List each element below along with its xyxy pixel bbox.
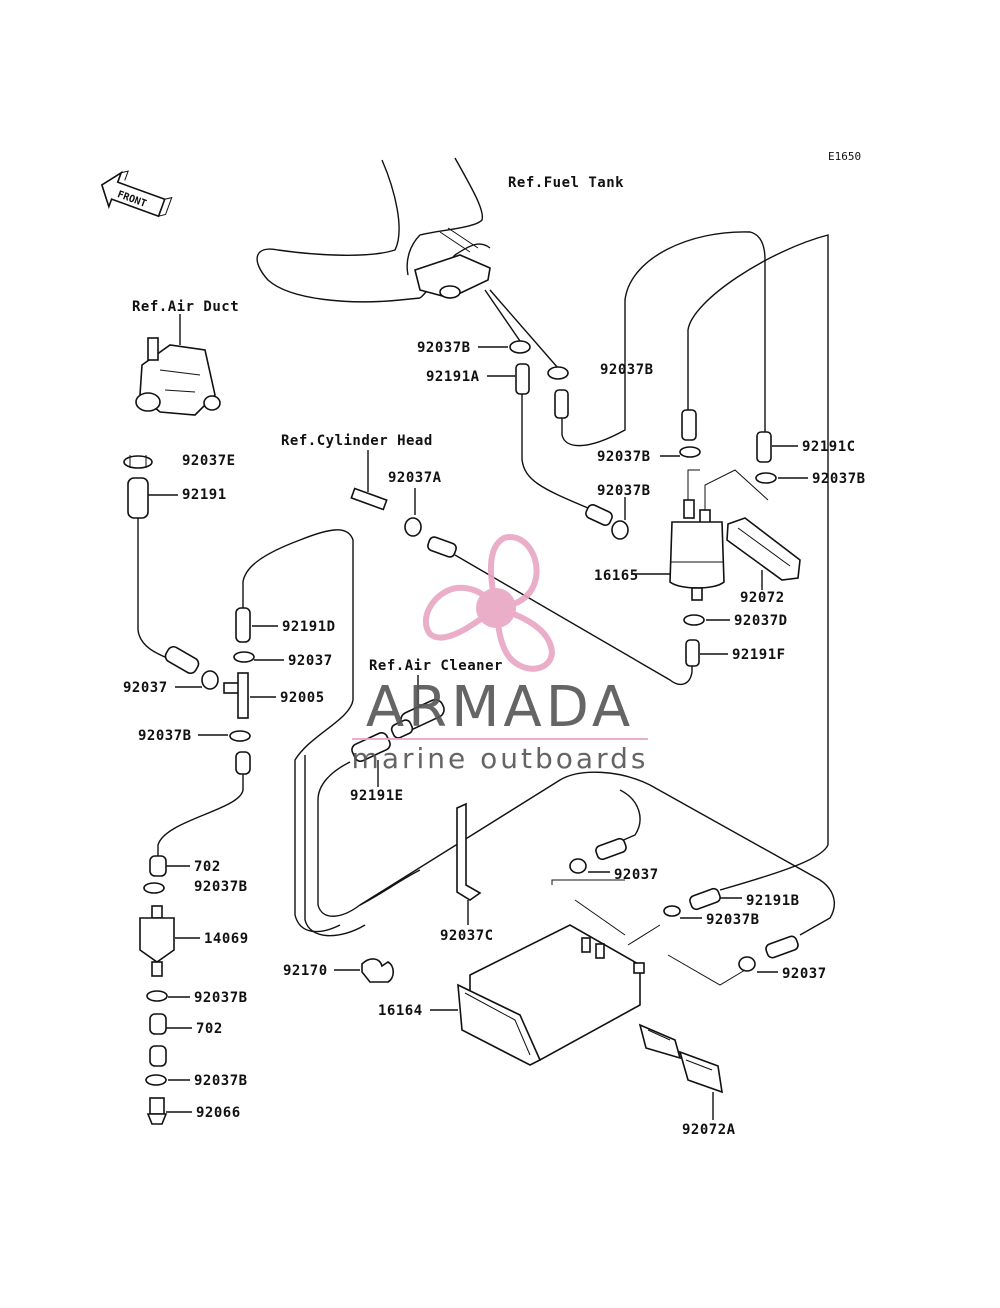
label-92191F: 92191F (732, 647, 786, 663)
hose-92191F (685, 639, 700, 667)
label-92037B-b: 92037B (600, 362, 654, 378)
label-92005: 92005 (280, 690, 325, 706)
label-92072A: 92072A (682, 1122, 736, 1138)
clamp-92037B-c (755, 472, 777, 484)
hose-702-b (149, 1013, 167, 1035)
bracket-92072 (726, 517, 801, 581)
clamp-92037B-g (143, 882, 165, 894)
label-702-a: 702 (194, 859, 221, 875)
bracket-92037C (456, 802, 482, 901)
clamp-92037B-d (679, 446, 701, 458)
canister-16164 (457, 924, 645, 1066)
hose-92191C (756, 431, 772, 463)
label-92037B-e: 92037B (597, 483, 651, 499)
label-92037-d: 92037 (782, 966, 827, 982)
bracket-92072A (638, 1023, 723, 1094)
clamp-92037B-h (146, 990, 168, 1002)
hose-92191D (235, 607, 251, 643)
hose-92191B (689, 887, 721, 911)
label-92037D: 92037D (734, 613, 788, 629)
hose-702-a (149, 855, 167, 877)
ref-cylinder-head: Ref.Cylinder Head (281, 433, 433, 449)
clamp-92037A (404, 517, 422, 537)
label-92037-c: 92037 (614, 867, 659, 883)
label-92170: 92170 (283, 963, 328, 979)
label-92066: 92066 (196, 1105, 241, 1121)
fuel-tank-outline (256, 157, 491, 303)
label-16165: 16165 (594, 568, 639, 584)
label-92037B-i: 92037B (194, 1073, 248, 1089)
hose-92037-c (569, 837, 627, 874)
label-92037-a: 92037 (288, 653, 333, 669)
label-92037B-f: 92037B (138, 728, 192, 744)
label-92191: 92191 (182, 487, 227, 503)
clamp-92037B-f (229, 730, 251, 742)
label-92037B-c: 92037B (812, 471, 866, 487)
clamp-92037B-b (547, 366, 569, 380)
label-92191B: 92191B (746, 893, 800, 909)
cylinder-head-nipple (350, 487, 388, 511)
air-duct-joint (135, 314, 221, 416)
clamp-92037-a (233, 651, 255, 663)
armada-watermark: ARMADA marine outboards (352, 533, 649, 775)
t-joint-92005 (223, 672, 249, 719)
clip-92170 (361, 958, 395, 983)
label-16164: 16164 (378, 1003, 423, 1019)
watermark-brand: ARMADA (366, 675, 634, 740)
fitting-92066 (146, 1097, 168, 1125)
label-92037A: 92037A (388, 470, 442, 486)
label-702-b: 702 (196, 1021, 223, 1037)
label-92191A: 92191A (426, 369, 480, 385)
clamp-92037E (123, 455, 153, 469)
front-arrow-icon: FRONT (100, 170, 173, 218)
label-14069: 14069 (204, 931, 249, 947)
label-92037B-d: 92037B (597, 449, 651, 465)
clamp-92037B-a (509, 340, 531, 354)
label-92037B-g: 92037B (194, 879, 248, 895)
clamp-92037D (683, 614, 705, 626)
clamp-92037B-e (611, 520, 629, 540)
clamp-92037-d (738, 956, 756, 972)
watermark-tagline: marine outboards (352, 742, 649, 775)
label-92072: 92072 (740, 590, 785, 606)
label-92191D: 92191D (282, 619, 336, 635)
label-92037E: 92037E (182, 453, 236, 469)
label-92191C: 92191C (802, 439, 856, 455)
valve-16165 (669, 469, 769, 601)
clamp-92037B-i (145, 1074, 167, 1086)
label-92037B-h: 92037B (194, 990, 248, 1006)
label-92037B-a: 92037B (417, 340, 471, 356)
label-92037B-j: 92037B (706, 912, 760, 928)
ref-air-cleaner: Ref.Air Cleaner (369, 658, 503, 674)
fuel-filter-14069 (139, 905, 175, 977)
label-92037-b: 92037 (123, 680, 168, 696)
diagram-code: E1650 (828, 150, 861, 163)
label-92191E: 92191E (350, 788, 404, 804)
hose-92191 (127, 477, 178, 519)
label-92037C: 92037C (440, 928, 494, 944)
ref-fuel-tank: Ref.Fuel Tank (508, 175, 624, 191)
propeller-logo-icon (422, 533, 556, 672)
ref-air-duct: Ref.Air Duct (132, 299, 239, 315)
hose-92191A (515, 363, 530, 395)
hose-piece-left (164, 645, 219, 690)
clamp-92037B-j (663, 905, 681, 917)
